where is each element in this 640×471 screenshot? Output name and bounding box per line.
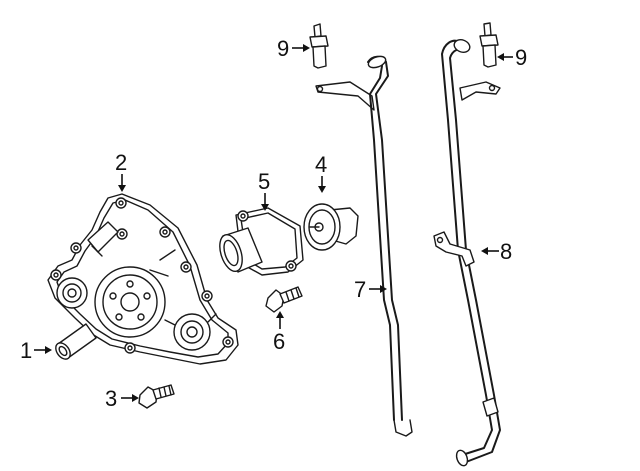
stud-9-right xyxy=(479,22,499,68)
callout-5: 5 xyxy=(258,169,270,194)
water-pump-housing xyxy=(47,193,239,365)
callout-arrows xyxy=(34,44,513,402)
callout-7: 7 xyxy=(354,277,366,302)
callout-labels: 1 2 3 4 5 6 7 8 9 9 xyxy=(20,36,527,411)
callout-9-left: 9 xyxy=(277,36,289,61)
bolt-3 xyxy=(138,384,175,409)
thermostat-housing xyxy=(219,207,304,276)
callout-3: 3 xyxy=(105,386,117,411)
tube-7 xyxy=(315,55,413,437)
stud-9-left xyxy=(309,23,329,69)
callout-4: 4 xyxy=(315,152,327,177)
callout-1: 1 xyxy=(20,338,32,363)
callout-6: 6 xyxy=(273,329,285,354)
callout-2: 2 xyxy=(115,150,127,175)
callout-8: 8 xyxy=(500,239,512,264)
thermostat xyxy=(303,203,359,251)
tube-8 xyxy=(433,39,501,467)
callout-9-right: 9 xyxy=(515,45,527,70)
bolt-6 xyxy=(265,286,303,313)
